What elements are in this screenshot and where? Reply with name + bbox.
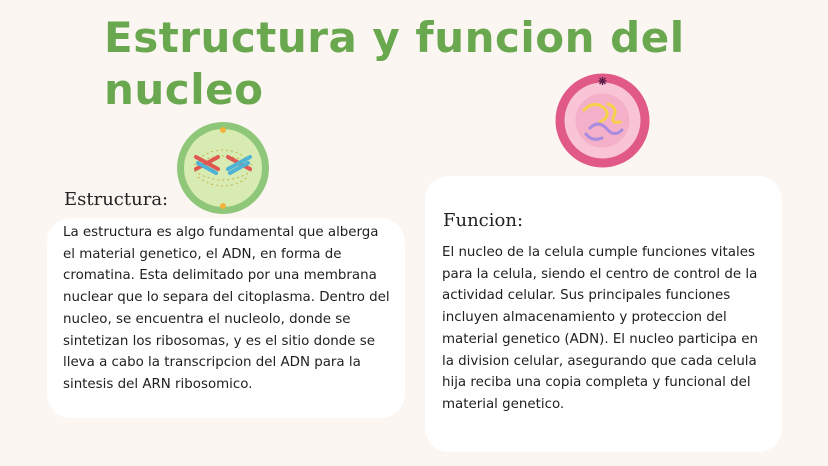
estructura-card: [47, 218, 405, 418]
estructura-text: La estructura es algo fundamental que al…: [63, 225, 390, 392]
page-title: Estructura y funcion del nucleo: [104, 13, 685, 114]
funcion-card: [425, 176, 782, 452]
estructura-heading: Estructura:: [64, 189, 169, 210]
cell-division-icon: [177, 122, 269, 214]
funcion-text: El nucleo de la celula cumple funciones …: [442, 245, 758, 412]
cell-nucleus-icon: [555, 73, 650, 168]
funcion-heading: Funcion:: [443, 210, 524, 231]
